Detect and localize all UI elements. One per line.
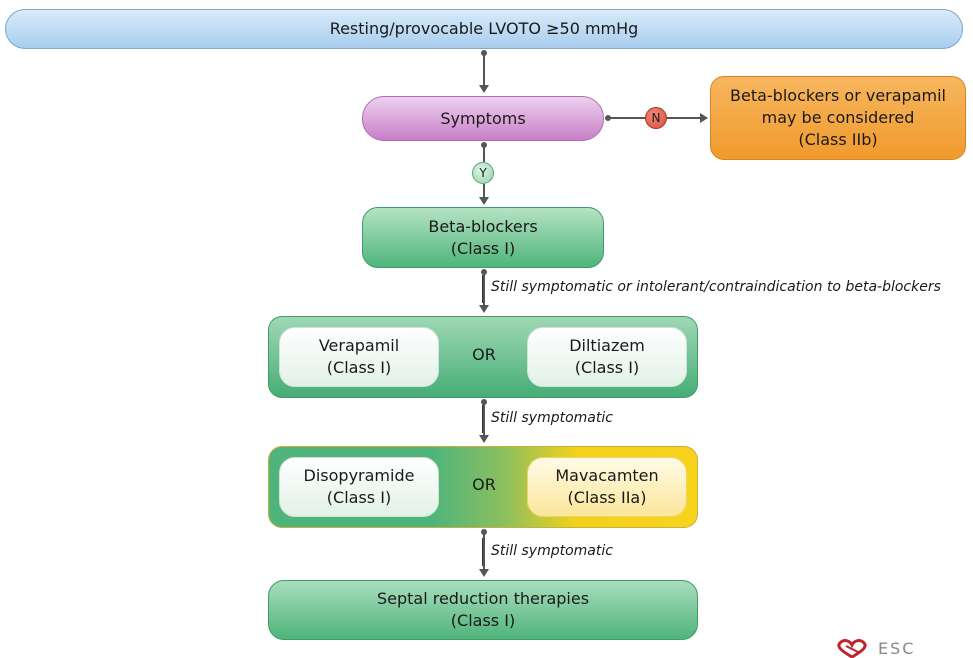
- condition-label: Still symptomatic: [491, 410, 613, 426]
- orange-line-2: may be considered: [761, 108, 915, 127]
- or-label: OR: [472, 345, 496, 364]
- arrow-down-icon: [479, 305, 489, 313]
- orange-line-3: (Class IIb): [798, 130, 878, 149]
- arrow-down-icon: [479, 569, 489, 577]
- symptoms-box: Symptoms: [362, 96, 604, 141]
- mavacamten-class: (Class IIa): [567, 488, 647, 507]
- arrow-down-icon: [479, 197, 489, 205]
- esc-logo-text: ESC: [878, 639, 916, 658]
- no-branch-badge: N: [645, 107, 667, 129]
- verapamil-box: Verapamil (Class I): [279, 327, 439, 387]
- arrow-right-icon: [700, 113, 708, 123]
- connector-line: [483, 532, 485, 570]
- connector-line: [667, 117, 701, 119]
- condition-bar: [482, 405, 483, 433]
- connector-line: [483, 402, 485, 436]
- lvoto-criterion-box: Resting/provocable LVOTO ≥50 mmHg: [5, 9, 963, 49]
- yes-branch-badge: Y: [472, 162, 494, 184]
- verapamil-class: (Class I): [326, 358, 392, 377]
- connector-line: [483, 145, 485, 162]
- arrow-down-icon: [479, 435, 489, 443]
- beta-line-1: Beta-blockers: [428, 216, 538, 236]
- disopyramide-box: Disopyramide (Class I): [279, 457, 439, 517]
- condition-label: Still symptomatic or intolerant/contrain…: [491, 279, 941, 295]
- septal-line-1: Septal reduction therapies: [376, 589, 590, 608]
- orange-line-1: Beta-blockers or verapamil: [730, 86, 946, 105]
- septal-line-2: (Class I): [450, 611, 516, 630]
- yes-branch-label: Y: [479, 166, 487, 180]
- mavacamten-label: Mavacamten: [555, 466, 659, 485]
- disopyramide-label: Disopyramide: [303, 466, 415, 485]
- mavacamten-box: Mavacamten (Class IIa): [527, 457, 687, 517]
- symptoms-label: Symptoms: [440, 108, 526, 128]
- beta-line-2: (Class I): [450, 238, 516, 258]
- beta-blockers-box: Beta-blockers (Class I): [362, 207, 604, 268]
- second-line-therapy-box: Disopyramide (Class I) OR Mavacamten (Cl…: [268, 446, 698, 528]
- connector-line: [483, 272, 485, 306]
- no-branch-label: N: [651, 111, 661, 125]
- esc-heart-logo-icon: [837, 639, 867, 658]
- connector-line: [483, 184, 485, 198]
- connector-line: [608, 117, 645, 119]
- condition-bar: [482, 538, 483, 566]
- disopyramide-class: (Class I): [326, 488, 392, 507]
- diltiazem-label: Diltiazem: [569, 336, 645, 355]
- connector-line: [483, 53, 485, 86]
- lvoto-criterion-label: Resting/provocable LVOTO ≥50 mmHg: [329, 19, 639, 38]
- verapamil-label: Verapamil: [318, 336, 400, 355]
- septal-reduction-box: Septal reduction therapies (Class I): [268, 580, 698, 640]
- or-label: OR: [472, 475, 496, 494]
- diltiazem-box: Diltiazem (Class I): [527, 327, 687, 387]
- arrow-down-icon: [479, 85, 489, 93]
- calcium-channel-blockers-box: Verapamil (Class I) OR Diltiazem (Class …: [268, 316, 698, 398]
- diltiazem-class: (Class I): [574, 358, 640, 377]
- condition-label: Still symptomatic: [491, 543, 613, 559]
- beta-blockers-or-verapamil-box: Beta-blockers or verapamil may be consid…: [710, 76, 966, 160]
- condition-bar: [482, 275, 483, 303]
